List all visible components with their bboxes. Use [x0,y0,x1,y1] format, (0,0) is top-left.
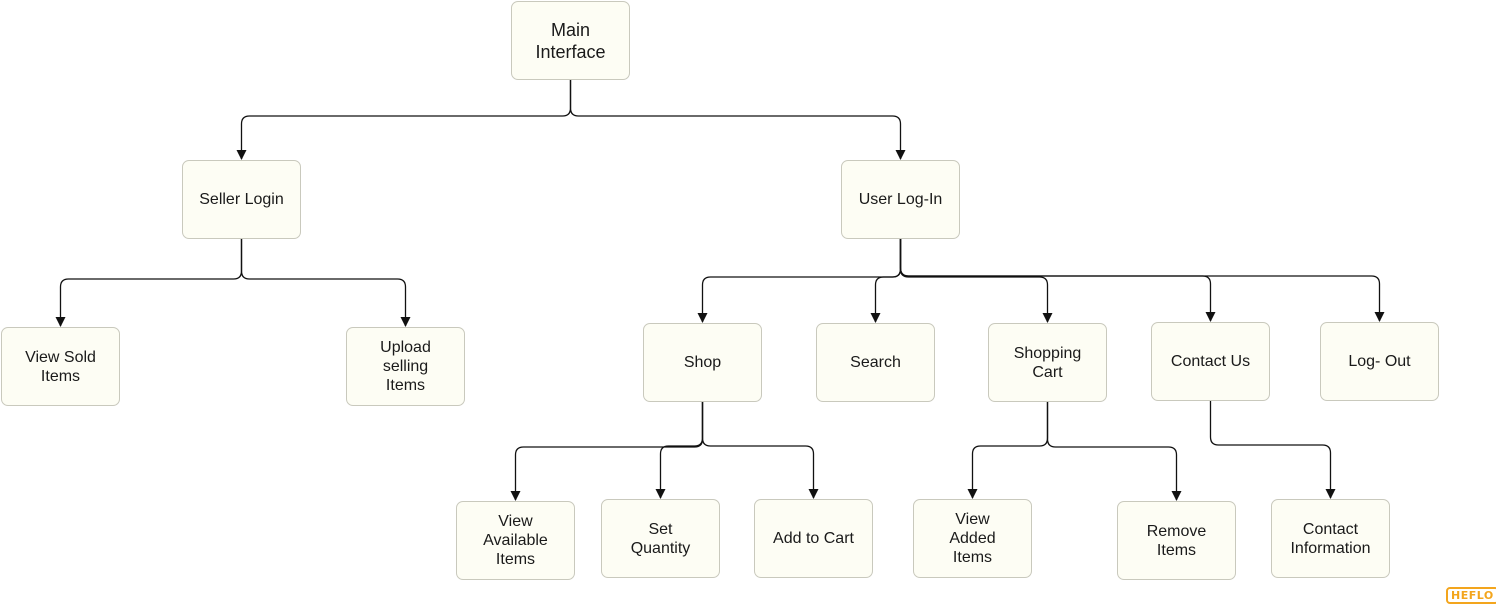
node-remove-items[interactable]: Remove Items [1117,501,1236,580]
connector-cart-to-added [967,402,1049,499]
connector-user-to-contact [899,239,1216,322]
connector-user-to-cart [899,239,1053,323]
node-contact-us[interactable]: Contact Us [1151,322,1270,401]
heflo-logo: HEFLO [1446,587,1496,604]
node-seller-login[interactable]: Seller Login [182,160,301,239]
connector-cart-to-remove [1046,402,1182,501]
connector-shop-to-quantity [655,402,704,499]
node-contact-information[interactable]: Contact Information [1271,499,1390,578]
connector-main-to-user [569,80,906,160]
connector-shop-to-available [510,402,704,501]
connector-contact-to-info [1209,401,1336,499]
node-add-to-cart[interactable]: Add to Cart [754,499,873,578]
connector-main-to-seller [236,80,572,160]
connector-seller-to-sold [55,239,243,327]
node-set-quantity[interactable]: Set Quantity [601,499,720,578]
connector-user-to-search [870,239,902,323]
node-shopping-cart[interactable]: Shopping Cart [988,323,1107,402]
node-view-added-items[interactable]: View Added Items [913,499,1032,578]
connector-user-to-shop [697,239,902,323]
node-upload-selling-items[interactable]: Upload selling Items [346,327,465,406]
node-shop[interactable]: Shop [643,323,762,402]
node-view-sold-items[interactable]: View Sold Items [1,327,120,406]
connector-seller-to-upload [240,239,411,327]
node-view-available-items[interactable]: View Available Items [456,501,575,580]
connector-shop-to-addcart [701,402,819,499]
node-log-out[interactable]: Log- Out [1320,322,1439,401]
connector-user-to-logout [899,239,1385,322]
node-user-log-in[interactable]: User Log-In [841,160,960,239]
node-search[interactable]: Search [816,323,935,402]
node-main-interface[interactable]: Main Interface [511,1,630,80]
